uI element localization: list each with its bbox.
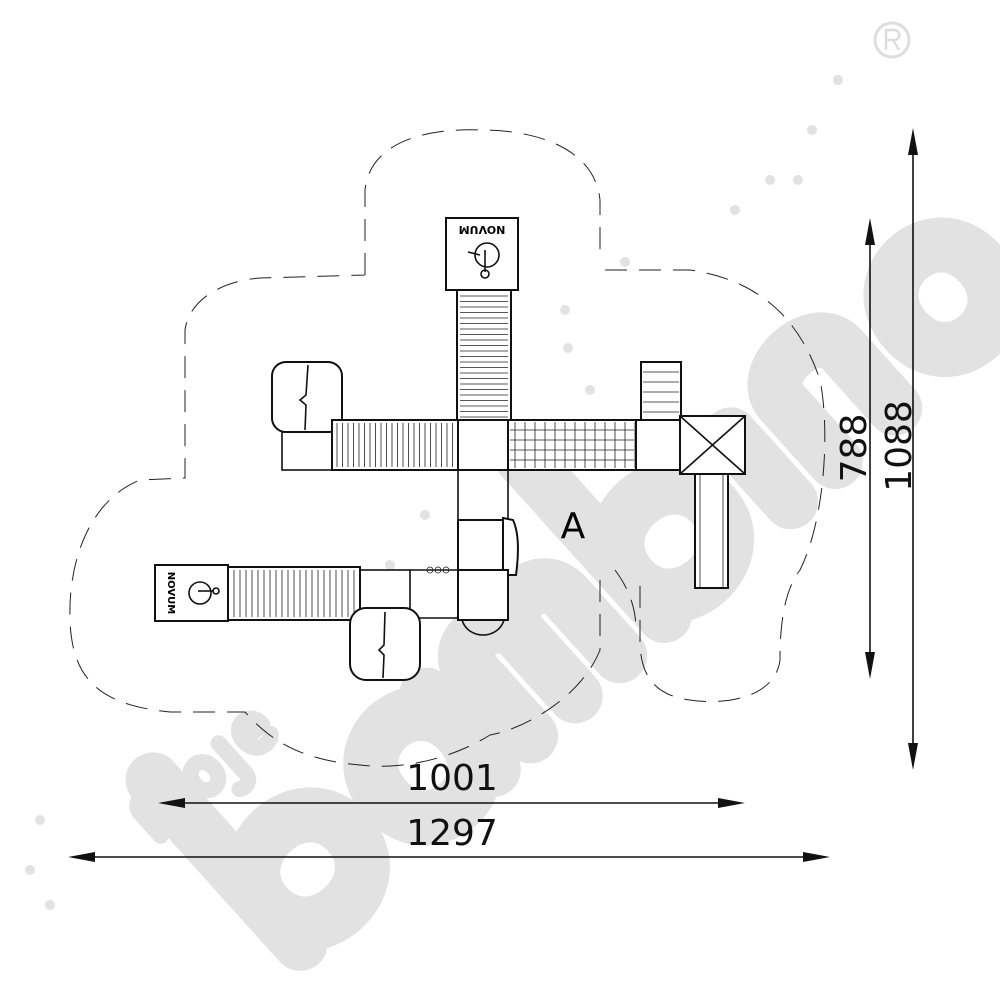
svg-text:1297: 1297 [406, 813, 498, 854]
zone-label: A [561, 506, 586, 547]
right-ladder [640, 361, 682, 421]
bottom-deck [457, 569, 509, 621]
svg-text:1001: 1001 [406, 758, 498, 799]
registered-mark [873, 21, 911, 59]
lower-roof [349, 607, 421, 681]
left-bridge [331, 419, 459, 471]
watermark-logo [25, 75, 1000, 971]
dimension-788: 788 [834, 218, 875, 679]
bottom-sign-panel: NOVUM [154, 564, 229, 622]
net-bridge [507, 419, 637, 471]
svg-text:NOVUM: NOVUM [459, 223, 506, 236]
dimension-1297: 1297 [68, 813, 830, 862]
left-deck [281, 431, 333, 471]
top-ramp [456, 289, 512, 421]
roof-tower [679, 415, 746, 475]
central-deck [457, 419, 509, 471]
chain-connector [410, 566, 458, 619]
climbing-wall [502, 516, 519, 576]
bottom-ramp [227, 566, 361, 621]
svg-text:788: 788 [834, 414, 875, 483]
top-sign-panel: NOVUM [445, 217, 519, 291]
wheelchair-accessibility-icon [467, 242, 500, 279]
connector-tunnel [457, 469, 509, 521]
arch-entry [461, 619, 505, 636]
right-deck [635, 419, 681, 471]
wheelchair-accessibility-icon [188, 581, 220, 605]
slide [694, 473, 729, 589]
svg-text:NOVUM: NOVUM [165, 572, 176, 614]
dimension-1088: 1088 [879, 128, 920, 770]
safety-zone-outline [69, 129, 826, 767]
svg-text:1088: 1088 [879, 400, 920, 492]
dimension-1001: 1001 [158, 758, 745, 808]
safety-zone-inner-edge [614, 569, 637, 631]
lower-deck [457, 519, 504, 571]
